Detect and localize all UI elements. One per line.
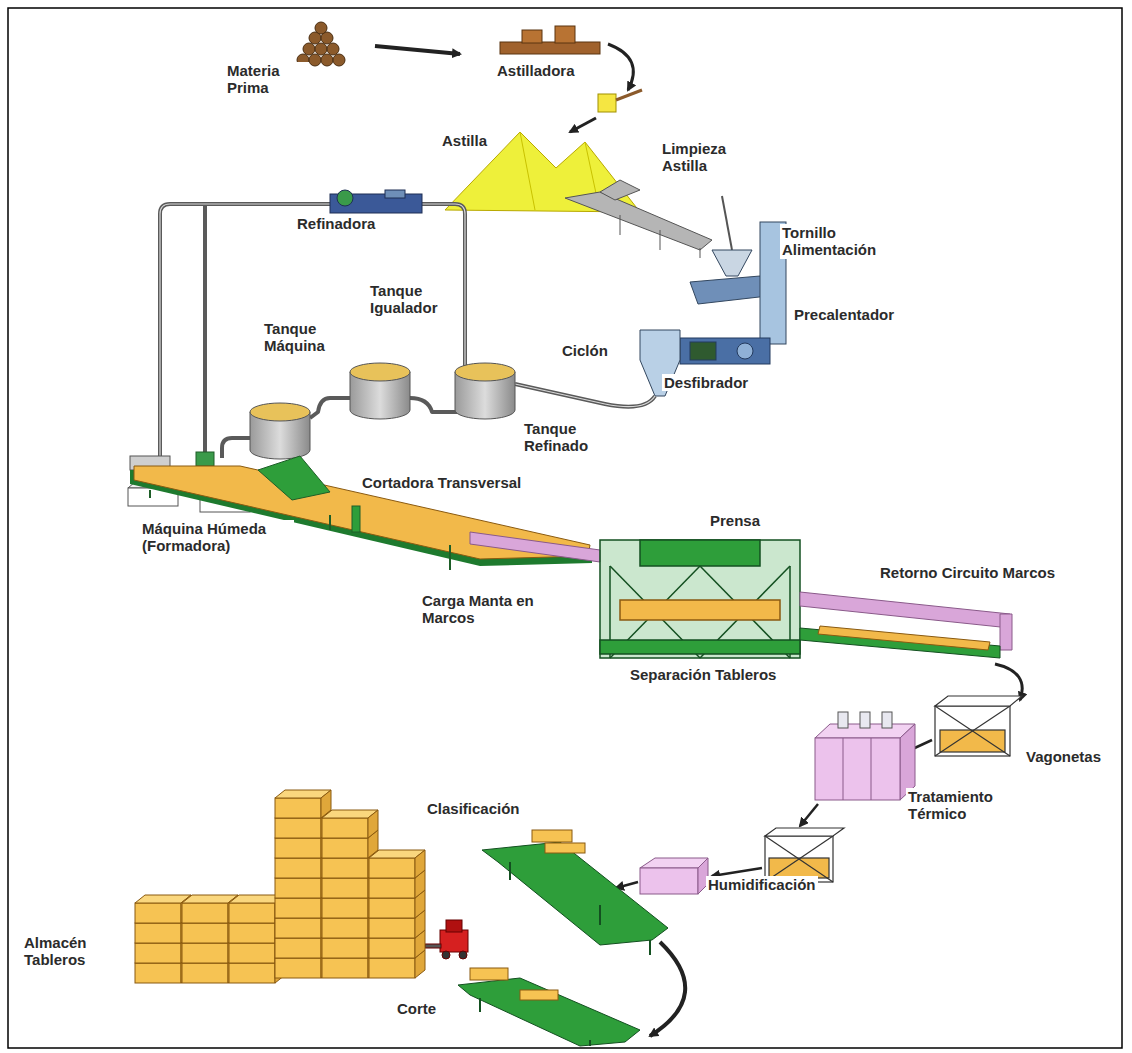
stage-label: Carga Manta en Marcos (420, 592, 562, 627)
flow-arrow (800, 804, 818, 826)
board-separation-line (800, 626, 1000, 658)
flow-arrow (712, 868, 762, 876)
press (600, 540, 800, 658)
stage-label: Corte (395, 1000, 438, 1017)
stage-label: Tornillo Alimentación (780, 224, 902, 259)
stage-label: Tanque Máquina (262, 320, 352, 355)
defibrator (680, 338, 770, 364)
stage-label: Astilla (440, 132, 489, 149)
stage-label: Prensa (708, 512, 762, 529)
forklift (425, 920, 468, 959)
stage-label: Tratamiento Térmico (906, 788, 1022, 823)
stage-label: Desfibrador (662, 374, 750, 391)
frame-loading-band (470, 532, 600, 562)
flow-arrow (995, 664, 1022, 700)
pipe-highlight (160, 204, 655, 456)
stage-label: Precalentador (792, 306, 896, 323)
chipper-machine (500, 26, 600, 54)
flow-arrow (375, 46, 460, 54)
forming-line (130, 456, 592, 570)
cutting-table (458, 968, 640, 1046)
stage-label: Astilladora (495, 62, 577, 79)
stage-label: Limpieza Astilla (660, 140, 752, 175)
transfer-line (722, 196, 732, 250)
refiner (330, 190, 422, 213)
tank (250, 363, 515, 459)
feed-screw (690, 250, 768, 304)
flow-arrow (570, 118, 596, 132)
board-stack (275, 790, 425, 978)
stage-label: Tanque Igualador (368, 282, 462, 317)
stage-label: Tanque Refinado (522, 420, 614, 455)
chip-cleaning-conveyor (565, 180, 712, 258)
flow-arrow (650, 942, 685, 1036)
chip-sample (598, 90, 642, 112)
stage-label: Almacén Tableros (22, 934, 114, 969)
flow-arrow (608, 44, 633, 90)
classification-table (482, 830, 668, 955)
flow-arrow (616, 882, 638, 888)
stage-label: Materia Prima (225, 62, 309, 97)
stage-label: Separación Tableros (628, 666, 778, 683)
board-cart (765, 828, 844, 882)
board-cart (935, 696, 1022, 756)
stage-label: Clasificación (425, 800, 522, 817)
board-stack (135, 895, 285, 983)
heat-treatment-chamber (815, 712, 915, 800)
log-pile (297, 22, 345, 66)
stage-label: Vagonetas (1024, 748, 1103, 765)
stage-label: Máquina Húmeda (Formadora) (140, 520, 294, 555)
stage-label: Ciclón (560, 342, 610, 359)
humidification-unit (640, 858, 708, 894)
stage-label: Refinadora (295, 215, 377, 232)
stage-label: Cortadora Transversal (360, 474, 523, 491)
stage-label: Humidificación (706, 876, 818, 893)
pipe (160, 204, 655, 458)
frame (8, 8, 1122, 1048)
stage-label: Retorno Circuito Marcos (878, 564, 1057, 581)
